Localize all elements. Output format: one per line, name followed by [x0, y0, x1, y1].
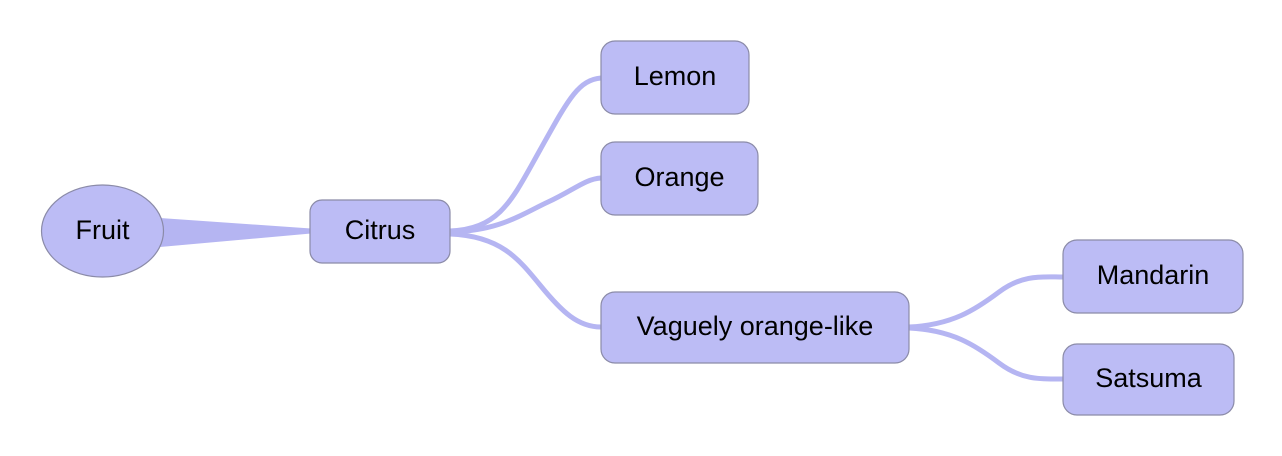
node-mandarin[interactable]: Mandarin: [1062, 239, 1244, 314]
node-orange[interactable]: Orange: [600, 141, 759, 216]
node-layer: Fruit Citrus Lemon Orange Vaguely orange…: [40, 40, 1244, 416]
node-citrus-shape[interactable]: [309, 199, 451, 264]
node-fruit-label: Fruit: [76, 215, 130, 245]
edge-vaguely-orange-like-mandarin: [906, 274, 1066, 330]
node-satsuma-label: Satsuma: [1095, 363, 1203, 393]
node-mandarin-shape[interactable]: [1062, 239, 1244, 314]
node-orange-shape[interactable]: [600, 141, 759, 216]
node-vaguely-orange-like-label: Vaguely orange-like: [637, 311, 874, 341]
node-orange-label: Orange: [634, 162, 724, 192]
node-lemon[interactable]: Lemon: [600, 40, 750, 115]
node-vaguely-orange-like[interactable]: Vaguely orange-like: [600, 291, 910, 364]
node-fruit-shape[interactable]: [40, 184, 165, 278]
node-lemon-label: Lemon: [634, 61, 717, 91]
edge-fruit-citrus: [160, 218, 311, 247]
node-satsuma-shape[interactable]: [1062, 343, 1235, 416]
node-citrus[interactable]: Citrus: [309, 199, 451, 264]
edge-vaguely-orange-like-satsuma: [906, 325, 1066, 382]
node-lemon-shape[interactable]: [600, 40, 750, 115]
node-mandarin-label: Mandarin: [1097, 260, 1210, 290]
node-vaguely-orange-like-shape[interactable]: [600, 291, 910, 364]
node-satsuma[interactable]: Satsuma: [1062, 343, 1235, 416]
edge-layer: [160, 75, 1066, 382]
edge-citrus-vaguely-orange-like: [447, 231, 604, 330]
edge-citrus-lemon: [447, 75, 604, 234]
node-fruit[interactable]: Fruit: [40, 184, 165, 278]
edge-citrus-orange: [447, 175, 604, 235]
node-citrus-label: Citrus: [345, 215, 416, 245]
